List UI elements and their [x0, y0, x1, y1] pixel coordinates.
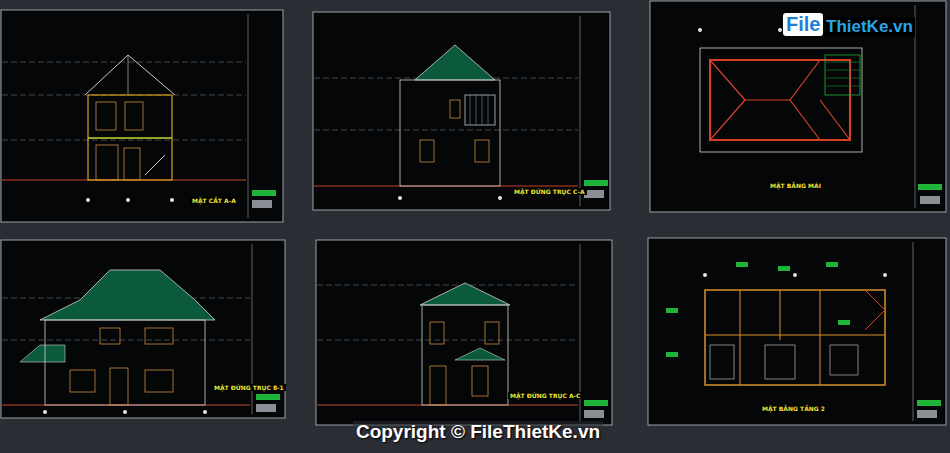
logo-mark: File: [783, 13, 823, 36]
watermark: Copyright © FileThietKe.vn: [353, 421, 603, 443]
sheet-title: MẶT ĐỨNG TRỤC A-C: [508, 392, 583, 399]
sheet-title: MẶT CẮT A-A: [190, 197, 238, 204]
sheet-title: MẶT ĐỨNG TRỤC 8-1: [212, 384, 286, 391]
sheet-title: MẶT BẰNG MÁI: [768, 182, 823, 189]
logo-text: ThietKe.vn: [824, 17, 915, 37]
sheet-title: MẶT BẰNG TẦNG 2: [760, 405, 827, 412]
sheet-title: MẶT ĐỨNG TRỤC C-A: [512, 188, 587, 195]
